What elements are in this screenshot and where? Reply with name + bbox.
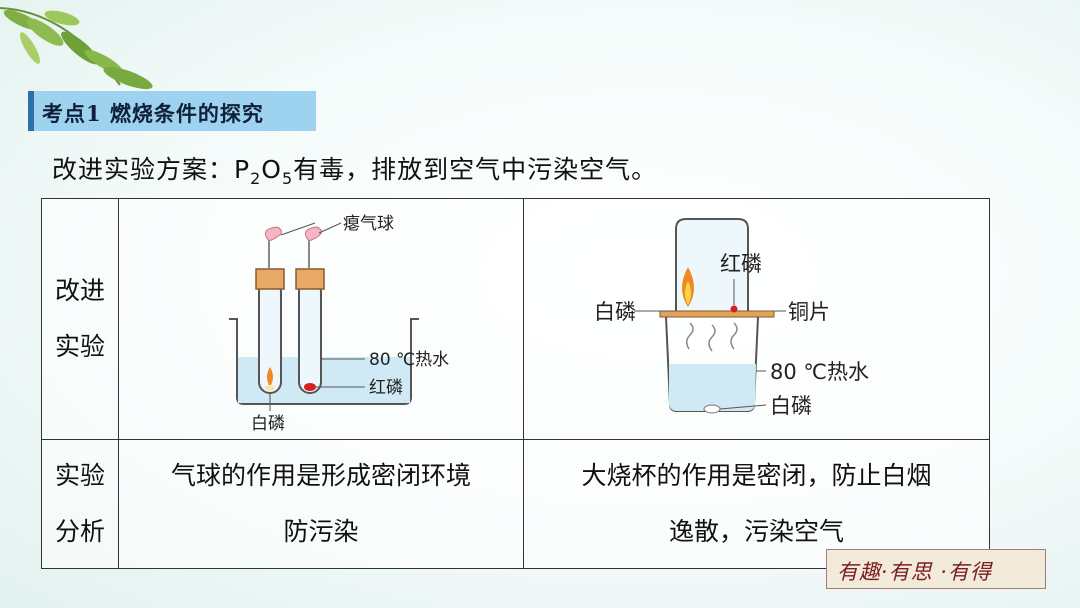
subtitle: 改进实验方案：P2O5有毒，排放到空气中污染空气。 bbox=[52, 155, 658, 188]
table-row-analysis: 实验 分析 气球的作用是形成密闭环境 防污染 大烧杯的作用是密闭，防止白烟 逸散… bbox=[41, 439, 990, 569]
label-red-phosphorus-left: 红磷 bbox=[369, 378, 403, 398]
label-hot-water-left: 80 ℃热水 bbox=[369, 350, 449, 370]
test-tube-apparatus-figure: 瘪气球 80 ℃热水 红磷 白磷 bbox=[229, 214, 449, 434]
slogan-stamp: 有趣·有思 ·有得 bbox=[826, 549, 1046, 589]
label-copper-sheet: 铜片 bbox=[788, 300, 830, 324]
label-white-phosphorus-bottom: 白磷 bbox=[770, 394, 812, 418]
figure-right-cell: 红磷 白磷 铜片 80 ℃热水 白磷 bbox=[523, 198, 990, 440]
section-tag-label: 考点1 燃烧条件的探究 bbox=[42, 101, 264, 126]
section-tag: 考点1 燃烧条件的探究 bbox=[28, 91, 316, 131]
label-white-phosphorus-top: 白磷 bbox=[594, 300, 636, 324]
row-header-analysis: 实验 分析 bbox=[41, 439, 119, 569]
copper-sheet-apparatus-figure: 红磷 白磷 铜片 80 ℃热水 白磷 bbox=[594, 218, 869, 418]
table-row-experiment: 改进 实验 bbox=[41, 198, 990, 440]
figure-left-cell: 瘪气球 80 ℃热水 红磷 白磷 bbox=[118, 198, 524, 440]
label-red-phosphorus-right: 红磷 bbox=[720, 252, 762, 276]
row-header-improved-experiment: 改进 实验 bbox=[41, 198, 119, 440]
experiment-table: 改进 实验 bbox=[41, 198, 990, 569]
willow-leaves-decoration bbox=[0, 7, 153, 90]
label-balloon: 瘪气球 bbox=[343, 214, 394, 234]
label-white-phosphorus-left: 白磷 bbox=[251, 414, 285, 434]
flame-icon bbox=[267, 367, 273, 387]
analysis-right: 大烧杯的作用是密闭，防止白烟 逸散，污染空气 bbox=[523, 439, 990, 569]
label-hot-water-right: 80 ℃热水 bbox=[770, 360, 869, 384]
analysis-left: 气球的作用是形成密闭环境 防污染 bbox=[118, 439, 524, 569]
